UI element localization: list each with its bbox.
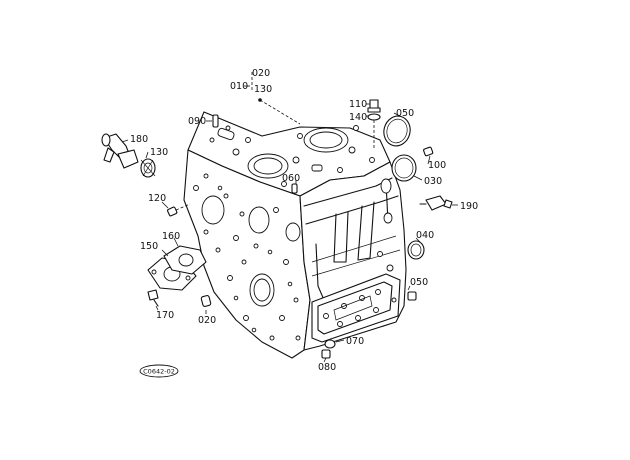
label-190: 190 <box>460 201 478 212</box>
label-080: 080 <box>318 362 336 373</box>
oil-seal-040 <box>407 240 425 260</box>
stud-060 <box>291 183 298 194</box>
label-050-top: 050 <box>396 108 414 119</box>
label-140: 140 <box>349 112 367 123</box>
pin-100 <box>423 146 434 157</box>
gear-130 <box>140 158 156 178</box>
label-050: 050 <box>410 277 428 288</box>
plug-120 <box>167 206 178 217</box>
label-020-top: 020 <box>252 68 270 79</box>
dowel-020-lower <box>200 295 212 307</box>
cover-plate-050-top <box>383 115 411 147</box>
label-180: 180 <box>130 134 148 145</box>
crankcase-block <box>183 111 407 359</box>
label-160: 160 <box>162 231 180 242</box>
label-130-top: 130 <box>254 84 272 95</box>
gasket-160 <box>163 245 207 275</box>
bolt-170 <box>147 289 159 307</box>
label-010: 010 <box>230 81 248 92</box>
label-070: 070 <box>346 336 364 347</box>
bolt-050-lower <box>407 291 417 301</box>
label-040: 040 <box>416 230 434 241</box>
drawing-code-badge: C0642-02 <box>139 364 179 378</box>
plug-070 <box>324 339 336 349</box>
fitting-180 <box>101 133 139 169</box>
label-020: 020 <box>198 315 216 326</box>
label-030: 030 <box>424 176 442 187</box>
label-090: 090 <box>188 116 206 127</box>
label-bracket-010 <box>244 72 301 125</box>
label-130: 130 <box>150 147 168 158</box>
label-150: 150 <box>140 241 158 252</box>
label-170: 170 <box>156 310 174 321</box>
drawing-code: C0642-02 <box>143 368 175 376</box>
part-numbers: 020 010 130 090 110 140 050 100 030 190 … <box>130 68 478 373</box>
label-100: 100 <box>428 160 446 171</box>
washer-140 <box>367 113 381 121</box>
label-120: 120 <box>148 193 166 204</box>
plug-110 <box>367 99 381 113</box>
switch-190 <box>419 195 453 211</box>
seal-030 <box>391 154 417 182</box>
dowel-pin-090 <box>212 114 219 128</box>
plug-080 <box>321 349 331 359</box>
label-060: 060 <box>282 173 300 184</box>
label-110: 110 <box>349 99 367 110</box>
